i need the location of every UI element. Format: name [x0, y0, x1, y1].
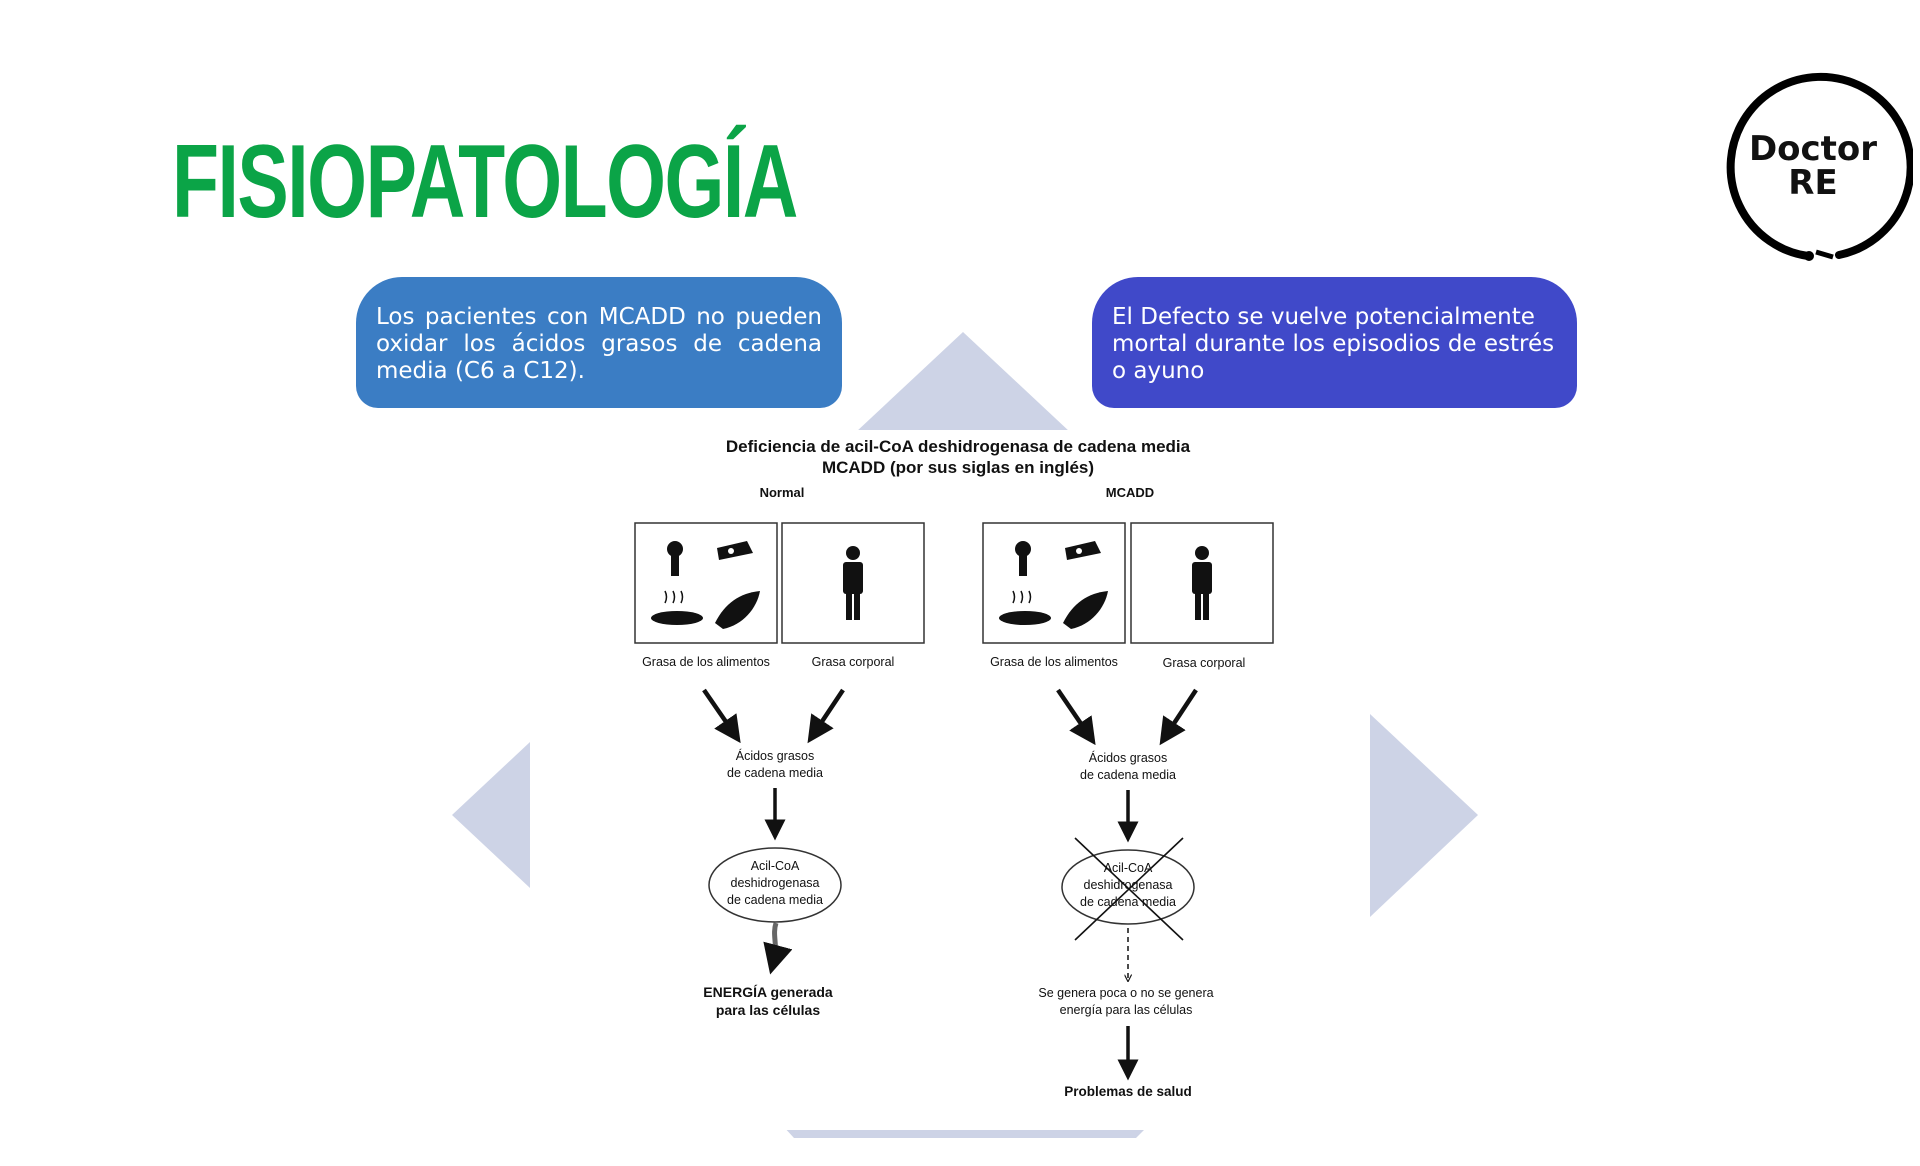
normal-arrow-to-energy [763, 922, 793, 975]
normal-enzyme-1: Acil-CoA [751, 859, 800, 873]
decor-triangle-left [452, 742, 530, 888]
mcadd-result-1: Se genera poca o no se genera [1038, 986, 1213, 1000]
normal-arrow-body [807, 688, 845, 744]
normal-heading: Normal [760, 485, 805, 500]
info-bubble-right: El Defecto se vuelve potencialmente mort… [1092, 277, 1577, 408]
diagram-title-line1: Deficiencia de acil-CoA deshidrogenasa d… [726, 437, 1191, 456]
mcadd-arrow-body [1159, 688, 1198, 746]
normal-result-1: ENERGÍA generada [703, 984, 833, 1000]
mcadd-body-fat-label: Grasa corporal [1163, 656, 1246, 670]
mcadd-fatty-acids-2: de cadena media [1080, 768, 1176, 782]
mcadd-food-fat-label: Grasa de los alimentos [990, 655, 1118, 669]
normal-enzyme-2: deshidrogenasa [731, 876, 820, 890]
mcadd-person-icon [1130, 522, 1274, 644]
mcadd-enzyme-2: deshidrogenasa [1084, 878, 1173, 892]
mcadd-fatty-acids-1: Ácidos grasos [1089, 750, 1168, 765]
page-title: FISIOPATOLOGÍA [172, 124, 798, 240]
diagram-title-line2: MCADD (por sus siglas en inglés) [822, 458, 1094, 477]
info-bubble-left: Los pacientes con MCADD no pueden oxidar… [356, 277, 842, 408]
normal-enzyme-ellipse [708, 847, 842, 923]
logo-line1: Doctor [1748, 129, 1878, 169]
normal-arrow-food [702, 688, 741, 744]
cross-out-x-icon [1074, 837, 1184, 941]
mcadd-food-icon [982, 522, 1126, 644]
mcadd-heading: MCADD [1106, 485, 1154, 500]
normal-result-2: para las células [716, 1002, 821, 1018]
mcadd-result-2: energía para las células [1060, 1003, 1193, 1017]
mcadd-arrow-food [1056, 688, 1096, 746]
normal-food-icon [634, 522, 778, 644]
mcadd-final: Problemas de salud [1064, 1084, 1192, 1099]
normal-fatty-acids-1: Ácidos grasos [736, 748, 815, 763]
logo-text: Doctor RE [1738, 132, 1888, 200]
decor-triangle-top [856, 332, 1070, 432]
diagram-svg: Deficiencia de acil-CoA deshidrogenasa d… [634, 437, 1274, 1099]
normal-enzyme-3: de cadena media [727, 893, 823, 907]
mcadd-enzyme-1: Acil-CoA [1104, 861, 1153, 875]
mcadd-enzyme-3: de cadena media [1080, 895, 1176, 909]
normal-person-icon [781, 522, 925, 644]
logo-line2: RE [1788, 163, 1838, 203]
normal-body-fat-label: Grasa corporal [812, 655, 895, 669]
normal-fatty-acids-2: de cadena media [727, 766, 823, 780]
normal-food-fat-label: Grasa de los alimentos [642, 655, 770, 669]
decor-triangle-right [1370, 714, 1478, 917]
mcadd-pathway-diagram: Deficiencia de acil-CoA deshidrogenasa d… [618, 430, 1298, 1130]
circular-ring-logo-icon [1726, 72, 1913, 261]
